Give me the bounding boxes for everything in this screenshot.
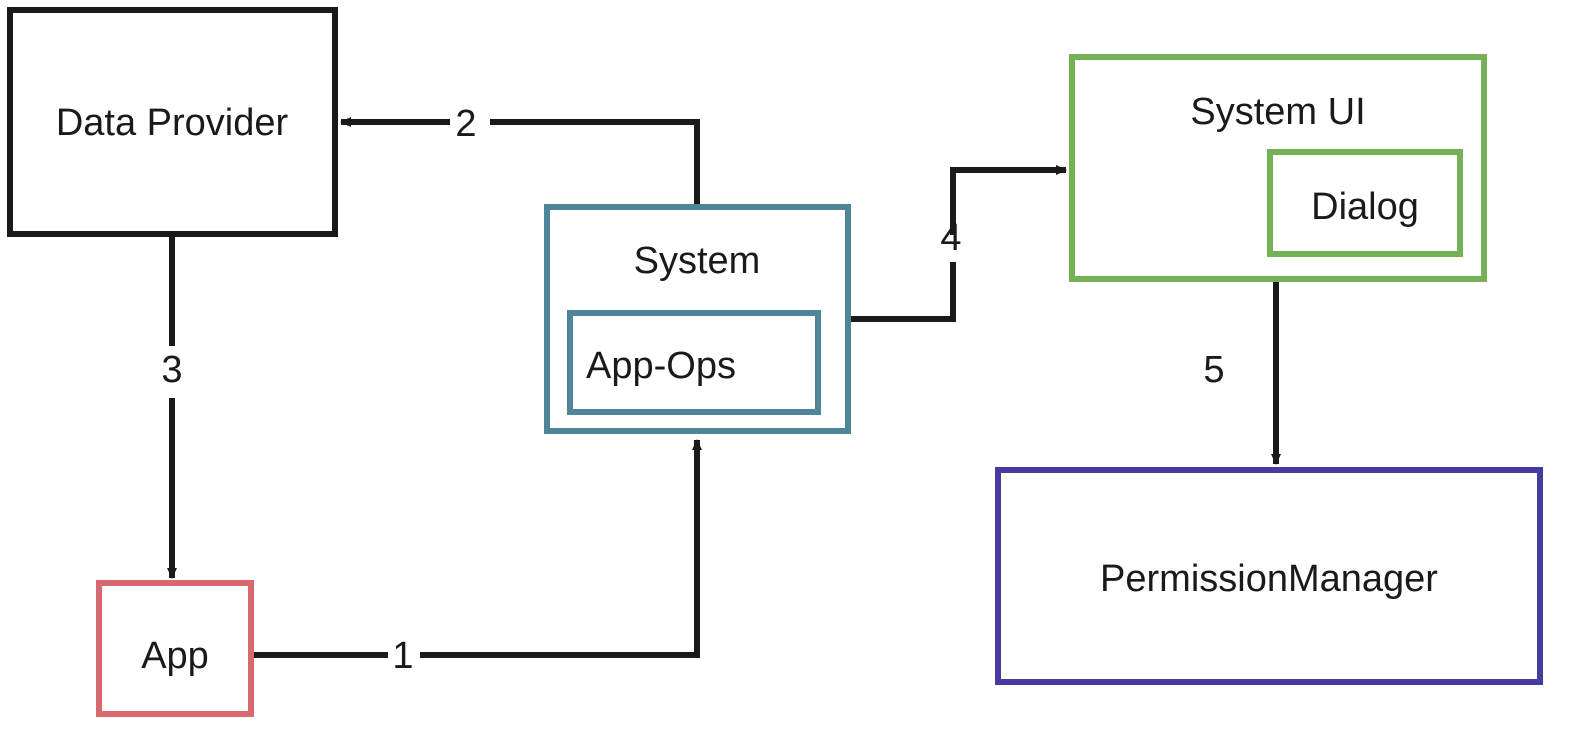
- system-ui-label: System UI: [1190, 91, 1365, 133]
- app-ops-label: App-Ops: [586, 345, 736, 387]
- node-app[interactable]: App: [96, 580, 254, 717]
- dialog-box[interactable]: [1267, 149, 1463, 257]
- node-permission-manager[interactable]: PermissionManager: [995, 467, 1543, 685]
- permission-manager-label: PermissionManager: [1100, 558, 1438, 600]
- data-provider-box[interactable]: [7, 7, 338, 237]
- edge-5-label: 5: [1203, 349, 1224, 391]
- app-label: App: [141, 635, 209, 677]
- node-data-provider[interactable]: Data Provider: [7, 7, 338, 237]
- dialog-label: Dialog: [1311, 186, 1419, 228]
- edge-2-label: 2: [455, 103, 476, 145]
- edge-3-label: 3: [161, 349, 182, 391]
- edge-4-segment-lower: [848, 262, 956, 322]
- permission-manager-box[interactable]: [995, 467, 1543, 685]
- edge-1-label: 1: [392, 635, 413, 677]
- edge-3-data-provider-to-app: 3: [161, 234, 183, 579]
- system-label: System: [634, 240, 761, 282]
- edge-4-label: 4: [940, 217, 961, 259]
- edge-2-system-to-data-provider: 2: [340, 103, 700, 207]
- edge-5-system-ui-to-permission-manager: 5: [1203, 279, 1281, 465]
- node-dialog[interactable]: Dialog: [1267, 149, 1463, 257]
- edge-1-app-to-system: 1: [251, 439, 702, 677]
- data-provider-label: Data Provider: [56, 102, 289, 144]
- edge-1-segment-right-up-arrow: [420, 439, 702, 658]
- node-app-ops[interactable]: App-Ops: [567, 310, 821, 415]
- edge-2-segment-up-left: [490, 119, 700, 207]
- app-box[interactable]: [96, 580, 254, 717]
- edge-4-system-to-system-ui: 4: [848, 165, 1067, 322]
- edge-4-segment-upper-arrow: [950, 165, 1067, 235]
- app-ops-box[interactable]: [567, 310, 821, 415]
